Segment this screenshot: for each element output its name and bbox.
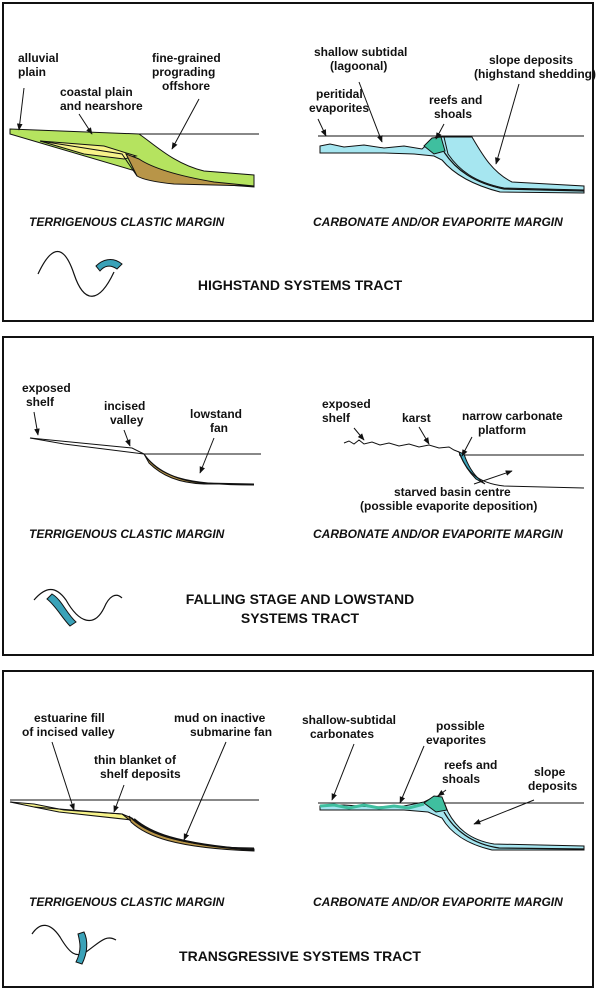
caption-terrigenous-clastic: TERRIGENOUS CLASTIC MARGIN	[29, 895, 225, 909]
caption-carbonate-evaporite: CARBONATE AND/OR EVAPORITE MARGIN	[313, 215, 563, 229]
lowstand-fan-deposit	[143, 453, 255, 485]
title-falling-stage-line-2: SYSTEMS TRACT	[241, 610, 360, 626]
title-highstand: HIGHSTAND SYSTEMS TRACT	[198, 277, 403, 293]
title-transgressive: TRANSGRESSIVE SYSTEMS TRACT	[179, 948, 421, 964]
label-starved-basin: starved basin centre(possible evaporite …	[360, 485, 537, 513]
title-falling-stage-line-1: FALLING STAGE AND LOWSTAND	[186, 591, 414, 607]
slope-deposits	[443, 136, 585, 193]
karst-surface	[343, 439, 460, 453]
reef-body-transgressive	[423, 795, 448, 813]
label-shallow-subtidal: shallow subtidal(lagoonal)	[314, 45, 407, 73]
estuarine-fill	[9, 801, 133, 821]
label-slope-deposits: slope deposits(highstand shedding)	[474, 53, 596, 81]
sea-level-curve-icon	[37, 251, 123, 297]
reef-body	[423, 136, 446, 155]
caption-terrigenous-clastic: TERRIGENOUS CLASTIC MARGIN	[29, 527, 225, 541]
caption-terrigenous-clastic: TERRIGENOUS CLASTIC MARGIN	[29, 215, 225, 229]
sea-level-curve-icon	[31, 924, 117, 965]
caption-carbonate-evaporite: CARBONATE AND/OR EVAPORITE MARGIN	[313, 895, 563, 909]
label-karst: karst	[402, 411, 431, 425]
caption-carbonate-evaporite: CARBONATE AND/OR EVAPORITE MARGIN	[313, 527, 563, 541]
fan-deposit	[124, 153, 255, 187]
inactive-fan-deposit	[128, 815, 255, 852]
sea-level-curve-icon	[33, 588, 123, 627]
